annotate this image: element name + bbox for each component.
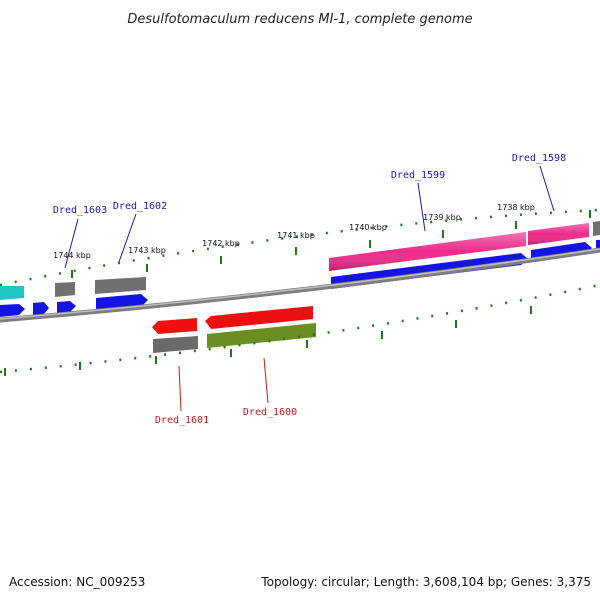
gene-arrow-blue (33, 302, 49, 315)
accession-text: Accession: NC_009253 (9, 575, 145, 589)
gene-arrow-red (205, 306, 313, 329)
reverse-row-1 (152, 306, 313, 334)
reverse-row-2 (153, 323, 316, 353)
gene-olive (207, 323, 316, 348)
gene-arrow-blue (0, 304, 25, 317)
tick-label: 1741 kbp (277, 231, 315, 240)
genome-backbone (0, 247, 600, 323)
tick-label: 1744 kbp (53, 251, 91, 260)
gene-label-dred-1602: Dred_1602 (113, 201, 167, 212)
gene-label-dred-1603: Dred_1603 (53, 205, 107, 216)
tick-label: 1740 kbp (349, 223, 387, 232)
tick-label: 1738 kbp (497, 203, 535, 212)
tick-label: 1739 kbp (423, 213, 461, 222)
map-title: Desulfotomaculum reducens MI-1, complete… (127, 12, 472, 27)
gene-label-dred-1601: Dred_1601 (155, 415, 209, 426)
outer-major-ticks (71, 210, 591, 278)
topology-text: Topology: circular; Length: 3,608,104 bp… (260, 575, 591, 589)
gene-grey (593, 221, 600, 236)
gene-label-dred-1600: Dred_1600 (243, 407, 297, 418)
forward-row-1 (0, 221, 600, 300)
gene-grey (95, 277, 146, 294)
gene-grey (55, 282, 75, 297)
leader-lines (64, 165, 555, 412)
gene-label-dred-1598: Dred_1598 (512, 153, 566, 164)
scale-labels: 1744 kbp 1743 kbp 1742 kbp 1741 kbp 1740… (53, 203, 535, 260)
gene-arrow-red (152, 318, 197, 334)
gene-label-dred-1599: Dred_1599 (391, 170, 445, 181)
tick-label: 1743 kbp (128, 246, 166, 255)
gene-cyan (0, 286, 24, 300)
gene-labels: Dred_1603 Dred_1602 Dred_1599 Dred_1598 … (53, 153, 566, 426)
gene-grey (153, 336, 198, 353)
gene-arrow-blue (57, 301, 76, 313)
tick-label: 1742 kbp (202, 239, 240, 248)
inner-major-ticks (4, 306, 532, 376)
